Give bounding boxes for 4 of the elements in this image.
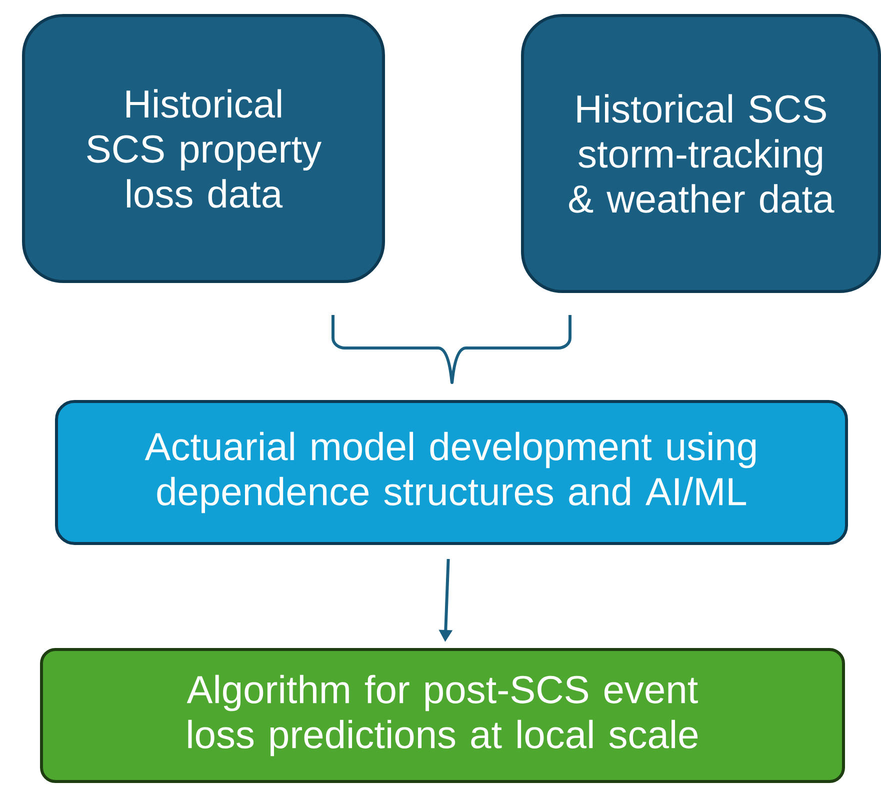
process-box: Historical SCS property loss data (22, 14, 385, 283)
process-box: Historical SCS storm-tracking & weather data (521, 14, 881, 293)
process-box: Actuarial model development using dependence structures and AI/ML (55, 400, 848, 545)
process-box: Algorithm for post-SCS event loss predictions at local scale (40, 648, 845, 783)
